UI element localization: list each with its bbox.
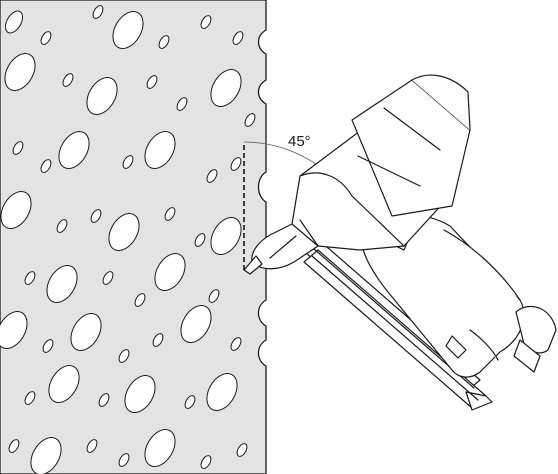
panel-hole (56, 219, 68, 233)
nail-magazine (297, 233, 493, 411)
panel-hole (40, 159, 52, 173)
panel-hole (180, 305, 212, 343)
panel-hole (70, 313, 102, 351)
panel-hole (146, 75, 158, 89)
perforated-panel (0, 0, 267, 474)
panel-hole (112, 11, 144, 49)
panel-hole (86, 77, 118, 115)
panel-hole (4, 53, 36, 91)
panel-hole (158, 35, 170, 49)
tool-head-cap (351, 74, 471, 217)
panel-hole (206, 373, 238, 411)
panel-hole (210, 69, 242, 107)
panel-hole (30, 437, 62, 474)
panel-hole (176, 97, 188, 111)
panel-hole (230, 337, 242, 351)
panel-hole (86, 439, 98, 453)
panel-hole (24, 271, 36, 285)
panel-hole (184, 395, 196, 409)
panel-hole (12, 141, 24, 155)
panel-hole (4, 10, 24, 34)
panel-hole (154, 253, 186, 291)
panel-hole (236, 443, 248, 457)
panel-hole (208, 289, 220, 303)
panel-hole (210, 217, 242, 255)
panel-hole (0, 191, 32, 229)
tool-grip (359, 214, 525, 378)
panel-hole (118, 453, 130, 467)
panel-hole (244, 113, 256, 127)
panel-hole (152, 333, 164, 347)
panel-hole (144, 131, 176, 169)
panel-hole (164, 207, 176, 221)
panel-hole (42, 339, 54, 353)
panel-hole (232, 31, 244, 45)
panel-hole (90, 209, 102, 223)
panel-hole (200, 455, 212, 469)
panel-hole (122, 155, 134, 169)
panel-hole (24, 391, 36, 405)
panel-hole (144, 429, 176, 467)
panel-hole (124, 375, 156, 413)
panel-hole (230, 157, 242, 171)
panel-hole (58, 131, 90, 169)
panel-hole (194, 233, 206, 247)
panel-hole (108, 213, 140, 251)
panel-hole (0, 311, 28, 349)
tool-housing (291, 121, 447, 251)
panel-hole (48, 365, 80, 403)
panel-holes (0, 5, 256, 474)
panel-hole (92, 5, 104, 19)
panel-hole (134, 293, 146, 307)
panel-hole (206, 169, 218, 183)
nail-gun (243, 74, 557, 411)
panel-hole (62, 73, 74, 87)
panel-hole (98, 393, 110, 407)
panel-hole (102, 271, 114, 285)
panel-hole (118, 349, 130, 363)
panel-hole (200, 15, 212, 29)
panel-hole (46, 265, 78, 303)
angle-label: 45° (288, 133, 311, 150)
air-inlet (513, 305, 557, 373)
panel-hole (8, 439, 20, 453)
panel-hole (40, 31, 52, 45)
